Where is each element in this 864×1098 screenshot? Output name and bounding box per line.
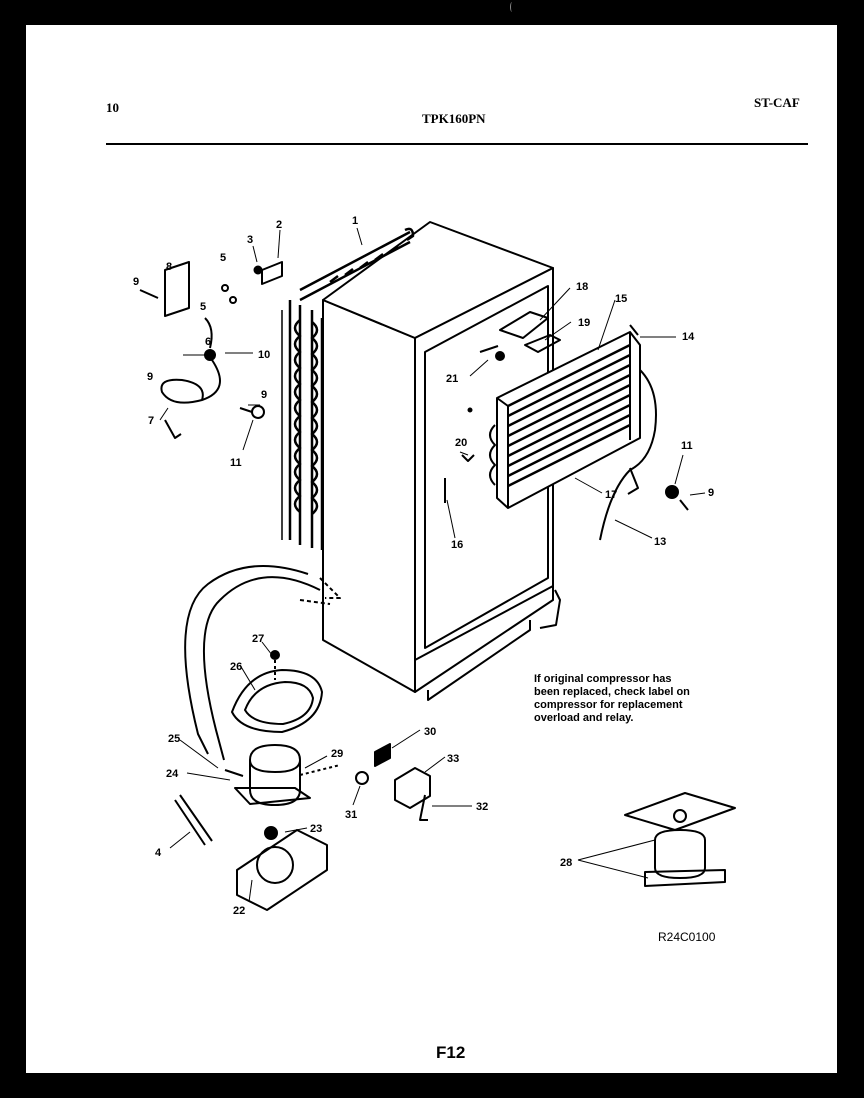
duct-18 xyxy=(499,311,549,339)
exploded-parts-diagram: 1 2 3 5 9 8 5 6 10 9 7 9 11 18 15 19 14 … xyxy=(133,215,736,917)
power-cord xyxy=(160,359,221,404)
note-line: compressor for replacement xyxy=(534,699,683,711)
page-number: F12 xyxy=(436,1043,466,1062)
part-label: 3 xyxy=(247,234,253,246)
note-line: been replaced, check label on xyxy=(534,686,690,698)
part-label: 5 xyxy=(200,301,206,313)
note-line: If original compressor has xyxy=(534,673,672,685)
part-label: 5 xyxy=(220,252,226,264)
cabinet xyxy=(322,221,561,701)
screw-14 xyxy=(629,324,639,336)
drier xyxy=(174,794,213,846)
part-label: 20 xyxy=(455,437,467,449)
model-number: TPK160PN xyxy=(422,111,486,126)
header-rule xyxy=(106,143,808,145)
leader-lines xyxy=(159,227,706,903)
part-label: 32 xyxy=(476,801,488,813)
part-label: 27 xyxy=(252,633,264,645)
part-label: 21 xyxy=(446,373,458,385)
clamp-11b xyxy=(665,485,679,499)
part-label: 18 xyxy=(576,281,588,293)
screw-21 xyxy=(479,345,499,353)
part-label: 24 xyxy=(166,768,179,780)
compressor xyxy=(224,744,341,806)
bracket-8 xyxy=(164,261,190,317)
part-label: 14 xyxy=(682,331,695,343)
duct-19 xyxy=(524,334,561,353)
part-label: 10 xyxy=(258,349,270,361)
diagram-sheet: 10 TPK160PN ST-CAF xyxy=(26,25,837,1073)
part-label: 9 xyxy=(133,276,139,288)
tube-clip xyxy=(627,467,639,495)
compressor-base xyxy=(236,826,328,911)
compressor-replacement-note: If original compressor has been replaced… xyxy=(534,673,734,725)
part-label: 13 xyxy=(654,536,666,548)
part-label: 15 xyxy=(615,293,627,305)
clamp-11 xyxy=(251,405,265,419)
part-label: 19 xyxy=(578,317,590,329)
cover-31 xyxy=(355,771,369,785)
part-label: 30 xyxy=(424,726,436,738)
part-label: 2 xyxy=(276,219,282,231)
drain-pan xyxy=(231,650,323,733)
section-code: ST-CAF xyxy=(754,95,800,110)
part-label: 7 xyxy=(148,415,154,427)
part-label: 17 xyxy=(605,489,617,501)
part-label: 11 xyxy=(681,440,693,452)
part-label: 4 xyxy=(155,847,162,859)
overload-33 xyxy=(394,767,431,809)
part-label: 31 xyxy=(345,809,357,821)
screw-9 xyxy=(139,289,159,299)
part-label: 11 xyxy=(230,457,242,469)
note-line: overload and relay. xyxy=(534,712,634,724)
part-label: 29 xyxy=(331,748,343,760)
inset-compressor xyxy=(624,792,736,887)
relay-30 xyxy=(374,743,391,767)
part-label: 16 xyxy=(451,539,463,551)
wire-6 xyxy=(204,317,213,349)
drain-tube xyxy=(599,369,657,541)
hose xyxy=(184,565,321,761)
part-label: 25 xyxy=(168,733,180,745)
clip-32 xyxy=(419,794,428,821)
part-label: 33 xyxy=(447,753,459,765)
clip-20 xyxy=(461,454,475,462)
bracket-2 xyxy=(261,261,283,285)
part-label: 26 xyxy=(230,661,242,673)
part-label: 1 xyxy=(352,215,358,227)
part-label: 28 xyxy=(560,857,572,869)
condenser-coil xyxy=(281,227,415,550)
evaporator xyxy=(489,331,641,509)
part-label: 9 xyxy=(708,487,714,499)
scan-mark xyxy=(510,2,514,12)
part-label: 6 xyxy=(205,336,211,348)
part-label: 23 xyxy=(310,823,322,835)
drawing-code: R24C0100 xyxy=(658,930,716,944)
part-label: 8 xyxy=(166,261,172,273)
part-label: 22 xyxy=(233,905,245,917)
page-left-number: 10 xyxy=(106,100,119,115)
part-label: 9 xyxy=(261,389,267,401)
part-labels: 1 2 3 5 9 8 5 6 10 9 7 9 11 18 15 19 14 … xyxy=(133,215,714,917)
part-label: 9 xyxy=(147,371,153,383)
